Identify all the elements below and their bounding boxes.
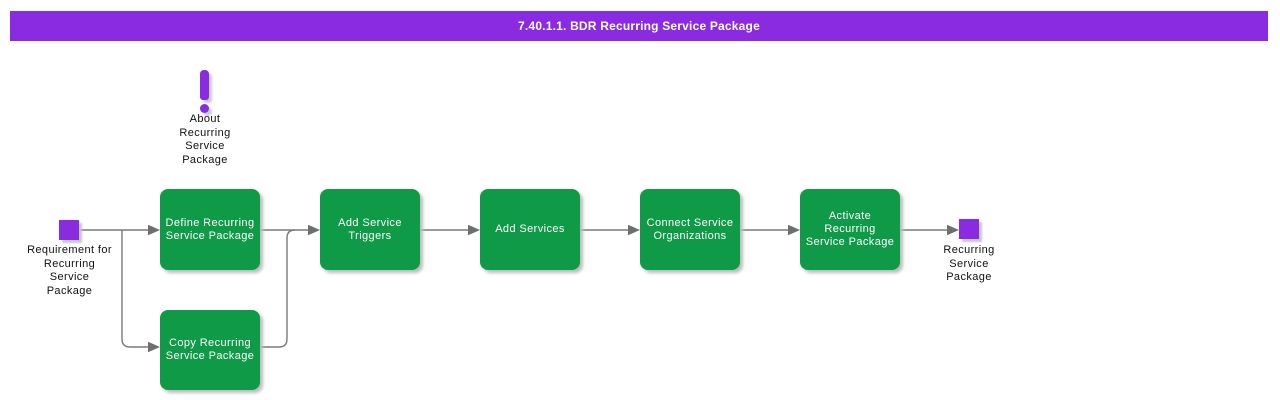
process-step-add-service-triggers[interactable]: Add Service Triggers [320,189,420,270]
step-label: Activate Recurring Service Package [805,210,895,248]
exclamation-icon[interactable] [198,68,214,114]
end-event-square [959,219,979,239]
process-step-activate-recurring-service-package[interactable]: Activate Recurring Service Package [800,189,900,270]
diagram-title-bar: 7.40.1.1. BDR Recurring Service Package [10,11,1268,41]
step-label: Define Recurring Service Package [165,216,255,242]
arrowhead-into-define [148,224,160,236]
arrowhead-into-triggers [308,224,320,236]
step-label: Copy Recurring Service Package [165,337,255,362]
process-step-connect-service-organizations[interactable]: Connect Service Organizations [640,189,740,270]
start-event-square [59,220,79,240]
step-label: Add Service Triggers [338,216,402,242]
process-step-define-recurring-service-package[interactable]: Define Recurring Service Package [160,189,260,270]
exclamation-dot [200,104,209,113]
process-step-add-services[interactable]: Add Services [480,189,580,270]
step-label: Add Services [495,223,565,235]
process-step-copy-recurring-service-package[interactable]: Copy Recurring Service Package [160,310,260,390]
arrowhead-into-activate [788,224,800,236]
start-event-label: Requirement for Recurring Service Packag… [27,244,112,297]
arrowhead-into-copy [148,341,160,353]
connector-copy-merge [260,229,296,348]
exclamation-bar [200,70,209,100]
arrowhead-into-services [468,224,480,236]
step-label: Connect Service Organizations [646,216,734,242]
arrowhead-into-connect [628,224,640,236]
page-title: 7.40.1.1. BDR Recurring Service Package [518,19,760,33]
about-note-label[interactable]: About Recurring Service Package [179,113,231,166]
end-event-label: Recurring Service Package [943,244,995,283]
arrowhead-into-end [947,224,959,236]
